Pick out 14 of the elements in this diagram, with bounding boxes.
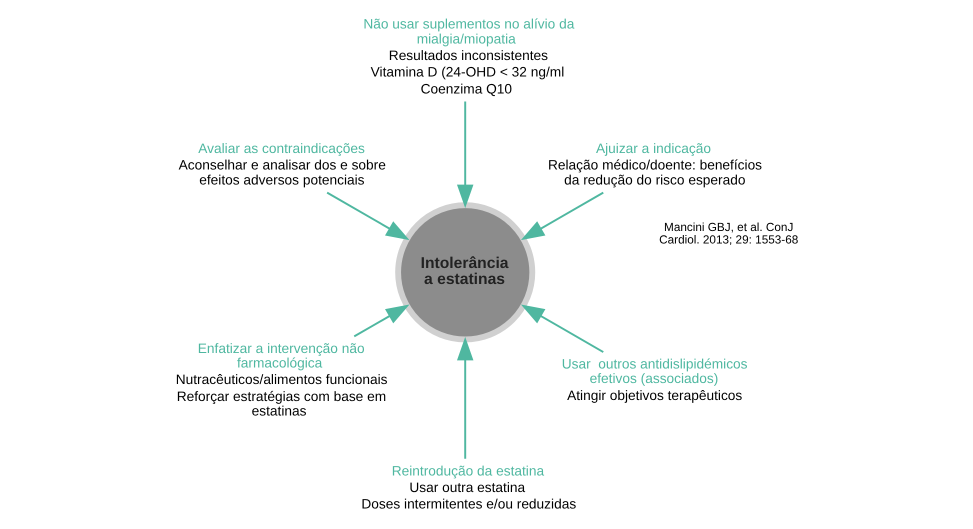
node-text: Enfatizar a intervenção não farmacológica Nutracêuticos/alimentos funcionais Reforçar estratégias com base em estatinas <box>176 340 388 419</box>
node-circle: Intolerância a estatinas <box>395 202 536 342</box>
arrow <box>520 192 604 240</box>
arrow <box>456 102 474 208</box>
node-text: Ajuizar a indicação Relação médico/doente: benefícios da redução do risco esperado <box>548 141 762 188</box>
node-text: Usar outros antidislipidémicos efetivos (associados) Atingir objetivos terapêuticos <box>562 356 748 403</box>
label: Mancini GBJ, et al. ConJ Cardiol. 2013; 29: 1553-68 <box>659 220 798 247</box>
arrow <box>520 304 604 353</box>
arrow <box>354 304 410 338</box>
node-text: Não usar suplementos no alívio da mialgia/miopatia Resultados inconsistentes Vitamina D (24-OHD < 32 ng/ml Coenzima Q10 <box>363 16 574 96</box>
node-text: Avaliar as contraindicações Aconselhar e analisar dos e sobre efeitos adversos potenciais <box>178 141 386 188</box>
arrow <box>326 192 410 240</box>
arrow <box>456 336 474 459</box>
node-text: Reintrodução da estatina Usar outra estatina Doses intermitentes e/ou reduzidas <box>361 463 576 512</box>
